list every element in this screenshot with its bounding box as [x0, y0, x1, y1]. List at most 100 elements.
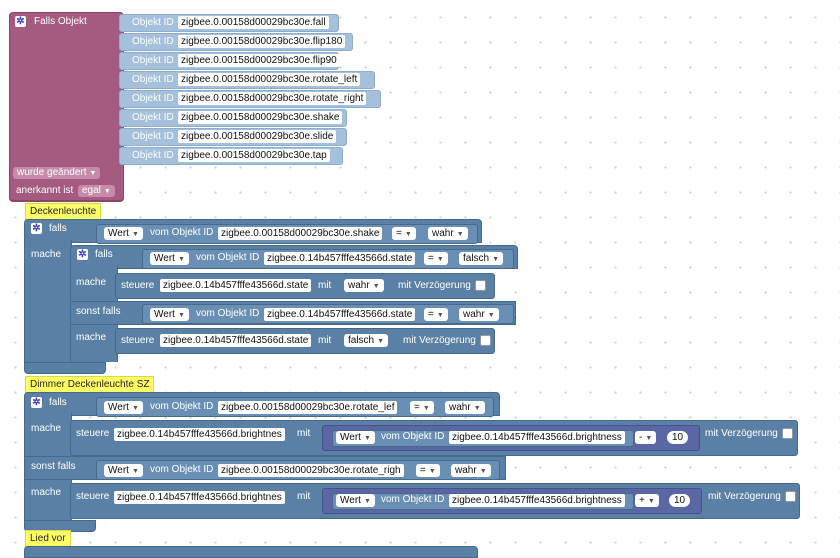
vom-objekt-label: vom Objekt ID — [381, 494, 445, 505]
eq-dropdown[interactable]: =▼ — [410, 401, 434, 414]
ack-dropdown[interactable]: egal▼ — [78, 185, 115, 197]
object-id-label: Objekt ID — [132, 74, 174, 85]
object-id-field[interactable]: zigbee.0.00158d00029bc30e.rotate_lef — [218, 401, 398, 414]
object-id-label: Objekt ID — [132, 55, 174, 66]
object-id-field[interactable]: zigbee.0.00158d00029bc30e.shake — [218, 227, 383, 240]
steuere-label: steuere — [76, 491, 110, 502]
mache-label: mache — [31, 487, 62, 498]
delay-label: mit Verzögerung — [708, 491, 781, 502]
mit-label: mit — [318, 280, 332, 291]
if-block-1-foot — [24, 362, 106, 374]
minus-dropdown[interactable]: -▼ — [635, 431, 657, 444]
falls-label: falls — [49, 397, 67, 408]
object-id-block[interactable]: Objekt ID zigbee.0.00158d00029bc30e.shake — [119, 109, 347, 127]
eq-dropdown[interactable]: =▼ — [416, 464, 440, 477]
brightness-id-field[interactable]: zigbee.0.14b457fffe43566d.brightnes — [114, 428, 285, 441]
object-id-field[interactable]: zigbee.0.00158d00029bc30e.fall — [178, 16, 329, 29]
wahr-dropdown[interactable]: wahr▼ — [428, 227, 468, 240]
gear-icon[interactable]: ✲ — [77, 249, 88, 260]
vom-objekt-label: vom Objekt ID — [150, 227, 214, 238]
falsch-dropdown[interactable]: falsch▼ — [459, 252, 504, 265]
object-id-label: Objekt ID — [132, 131, 174, 142]
wert-dropdown[interactable]: Wert▼ — [336, 431, 375, 444]
brightness-id-field[interactable]: zigbee.0.14b457fffe43566d.brightnes — [114, 491, 285, 504]
object-id-block[interactable]: Objekt ID zigbee.0.00158d00029bc30e.tap — [119, 147, 343, 165]
steuere-label: steuere — [121, 280, 155, 291]
step-number[interactable]: 10 — [667, 431, 689, 444]
mit-label: mit — [318, 335, 332, 346]
mache-label: mache — [31, 249, 62, 260]
comment-dimmer[interactable]: Dimmer Deckenleuchte SZ — [25, 376, 155, 393]
vom-objekt-label: vom Objekt ID — [196, 308, 260, 319]
plus-dropdown[interactable]: +▼ — [635, 494, 659, 507]
object-id-block[interactable]: Objekt ID zigbee.0.00158d00029bc30e.rotat… — [119, 90, 381, 108]
mit-label: mit — [297, 428, 311, 439]
vom-objekt-label: vom Objekt ID — [150, 464, 214, 475]
eq-dropdown[interactable]: =▼ — [424, 252, 448, 265]
comment-deckenleuchte[interactable]: Deckenleuchte — [25, 203, 102, 220]
wahr-dropdown[interactable]: wahr▼ — [344, 279, 384, 292]
eq-dropdown[interactable]: =▼ — [424, 308, 448, 321]
object-id-label: Objekt ID — [132, 150, 174, 161]
delay-checkbox[interactable] — [475, 280, 486, 291]
mit-label: mit — [297, 491, 311, 502]
mache-label: mache — [31, 423, 62, 434]
vom-objekt-label: vom Objekt ID — [381, 431, 445, 442]
delay-checkbox[interactable] — [782, 428, 793, 439]
gear-icon[interactable]: ✲ — [15, 16, 26, 27]
wert-dropdown[interactable]: Wert▼ — [150, 252, 189, 265]
object-id-field[interactable]: zigbee.0.00158d00029bc30e.shake — [178, 111, 343, 124]
object-id-label: Objekt ID — [132, 17, 174, 28]
object-id-block[interactable]: Objekt ID zigbee.0.00158d00029bc30e.flip1… — [119, 33, 353, 51]
mache-label: mache — [76, 277, 107, 288]
delay-checkbox[interactable] — [480, 335, 491, 346]
object-id-field[interactable]: zigbee.0.00158d00029bc30e.rotate_right — [178, 92, 367, 105]
steuere-label: steuere — [121, 335, 155, 346]
object-id-label: Objekt ID — [132, 36, 174, 47]
sonst-falls-label: sonst falls — [31, 461, 76, 472]
object-id-block[interactable]: Objekt ID zigbee.0.00158d00029bc30e.slide — [119, 128, 347, 146]
control-id-field[interactable]: zigbee.0.14b457fffe43566d.state — [160, 279, 312, 292]
object-id-field[interactable]: zigbee.0.00158d00029bc30e.flip90 — [178, 54, 340, 67]
wert-dropdown[interactable]: Wert▼ — [150, 308, 189, 321]
object-id-field[interactable]: zigbee.0.00158d00029bc30e.slide — [178, 130, 337, 143]
falls-label: falls — [49, 223, 67, 234]
mache-label: mache — [76, 332, 107, 343]
object-id-label: Objekt ID — [132, 112, 174, 123]
wert-dropdown[interactable]: Wert▼ — [104, 227, 143, 240]
if-block-3[interactable] — [24, 546, 478, 558]
wahr-dropdown[interactable]: wahr▼ — [445, 401, 485, 414]
control-id-field[interactable]: zigbee.0.14b457fffe43566d.state — [160, 334, 312, 347]
object-id-field[interactable]: zigbee.0.14b457fffe43566d.brightness — [449, 494, 625, 507]
eq-dropdown[interactable]: =▼ — [392, 227, 416, 240]
object-id-block[interactable]: Objekt ID zigbee.0.00158d00029bc30e.fall — [119, 14, 339, 32]
object-id-field[interactable]: zigbee.0.14b457fffe43566d.state — [264, 308, 416, 321]
wahr-dropdown[interactable]: wahr▼ — [459, 308, 499, 321]
object-id-field[interactable]: zigbee.0.14b457fffe43566d.brightness — [449, 431, 625, 444]
object-id-field[interactable]: zigbee.0.00158d00029bc30e.tap — [178, 149, 330, 162]
object-id-label: Objekt ID — [132, 93, 174, 104]
object-id-field[interactable]: zigbee.0.00158d00029bc30e.rotate_left — [178, 73, 361, 86]
event-title: Falls Objekt — [34, 16, 87, 27]
comment-lied-vor[interactable]: Lied vor — [25, 530, 71, 547]
object-id-field[interactable]: zigbee.0.00158d00029bc30e.flip180 — [178, 35, 346, 48]
falsch-dropdown[interactable]: falsch▼ — [344, 334, 389, 347]
object-id-block[interactable]: Objekt ID zigbee.0.00158d00029bc30e.flip9… — [119, 52, 340, 70]
object-id-field[interactable]: zigbee.0.00158d00029bc30e.rotate_righ — [218, 464, 404, 477]
gear-icon[interactable]: ✲ — [31, 397, 42, 408]
wahr-dropdown[interactable]: wahr▼ — [451, 464, 491, 477]
object-id-block[interactable]: Objekt ID zigbee.0.00158d00029bc30e.rotat… — [119, 71, 375, 89]
trigger-dropdown[interactable]: wurde geändert▼ — [13, 167, 101, 179]
wert-dropdown[interactable]: Wert▼ — [104, 401, 143, 414]
if-block-1-body — [24, 240, 72, 368]
steuere-label: steuere — [76, 428, 110, 439]
object-id-field[interactable]: zigbee.0.14b457fffe43566d.state — [264, 252, 416, 265]
ack-label: anerkannt ist — [16, 185, 74, 196]
wert-dropdown[interactable]: Wert▼ — [336, 494, 375, 507]
step-number[interactable]: 10 — [669, 494, 691, 507]
delay-checkbox[interactable] — [785, 491, 796, 502]
gear-icon[interactable]: ✲ — [31, 223, 42, 234]
delay-label: mit Verzögerung — [705, 428, 778, 439]
delay-label: mit Verzögerung — [398, 280, 471, 291]
wert-dropdown[interactable]: Wert▼ — [104, 464, 143, 477]
